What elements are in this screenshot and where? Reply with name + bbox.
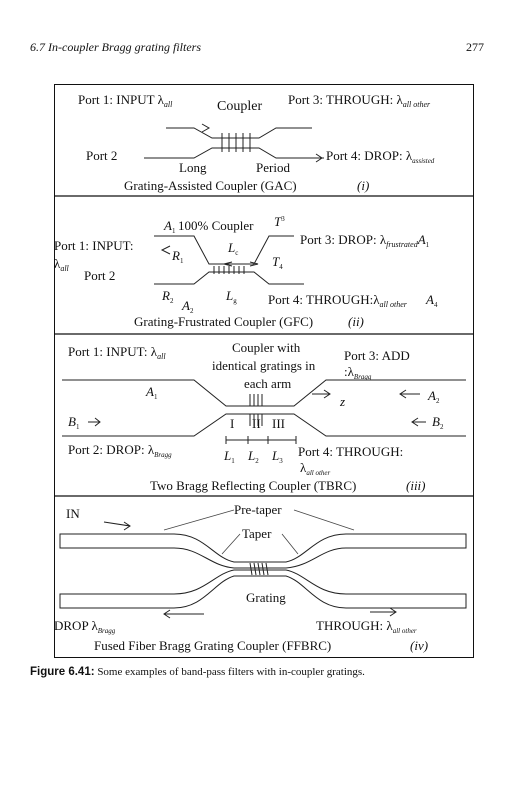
gfc-arrow-icon (223, 261, 259, 267)
gfc-port4-label: Port 4: THROUGH:λall other (268, 292, 408, 309)
gfc-lower-waveguide (154, 271, 304, 285)
tbrc-port4-lambda: λall other (300, 460, 331, 477)
tbrc-coupler-line1: Coupler with (232, 340, 301, 355)
ffbrc-taper-label: Taper (242, 526, 272, 541)
tbrc-lower-waveguide (62, 413, 466, 437)
gac-port3-label: Port 3: THROUGH: λall other (288, 92, 431, 109)
gac-long-label: Long (179, 160, 207, 175)
ffbrc-through-arrow-icon (370, 607, 397, 617)
figure-6-41: Port 1: INPUT λall Coupler Port 3: THROU… (54, 84, 474, 658)
tbrc-region-1: I (230, 416, 234, 431)
tbrc-length-arrows (225, 436, 297, 444)
gfc-lambda-all: λall (54, 256, 70, 273)
gac-period-label: Period (256, 160, 290, 175)
gfc-a2-label: A2 (181, 298, 194, 315)
gfc-lg-label: Lg (225, 288, 237, 305)
tbrc-port4-label: Port 4: THROUGH: (298, 444, 403, 459)
gac-port1-label: Port 1: INPUT λall (78, 92, 173, 109)
gac-upper-waveguide (166, 127, 312, 139)
figure-caption: Figure 6.41: Some examples of band-pass … (30, 666, 500, 678)
tbrc-b1-label: B1 (68, 414, 80, 431)
ffbrc-drop-arrow-icon (163, 609, 204, 619)
tbrc-l2-label: L2 (247, 448, 259, 465)
gfc-r1-label: R1 (171, 248, 184, 265)
gac-arrow-icon (315, 153, 323, 163)
panel-ffbrc: IN Pre-taper Taper Grating DROP λBragg T… (54, 502, 467, 653)
gfc-a1-label: A1 (163, 218, 176, 235)
tbrc-z-arrow-icon (312, 389, 331, 399)
gfc-lc-label: Lc (227, 240, 238, 257)
tbrc-upper-waveguide (62, 379, 466, 407)
gfc-r2-label: R2 (161, 288, 174, 305)
ffbrc-grating-label: Grating (246, 590, 286, 605)
caption-label: Figure 6.41: (30, 666, 95, 678)
running-header: 6.7 In-coupler Bragg grating filters (30, 40, 201, 54)
gfc-port3-label: Port 3: DROP: λfrustratedA1 (300, 232, 430, 249)
figure-frame (54, 84, 474, 658)
page-number: 277 (466, 40, 484, 54)
ffbrc-upper-fiber (59, 533, 467, 569)
tbrc-region-2: II (252, 416, 261, 431)
gac-lower-waveguide (144, 147, 324, 159)
panel-gfc: A1 100% Coupler T3 Port 3: DROP: λfrustr… (54, 214, 438, 329)
tbrc-a1-label: A1 (145, 384, 158, 401)
gfc-title: Grating-Frustrated Coupler (GFC) (134, 314, 313, 329)
tbrc-grating-icon (249, 394, 263, 426)
tbrc-port1-label: Port 1: INPUT: λall (68, 344, 166, 361)
tbrc-port3-label: Port 3: ADD (344, 348, 410, 363)
gac-port2-label: Port 2 (86, 148, 117, 163)
tbrc-z-label: z (339, 394, 345, 409)
tbrc-roman-numeral: (iii) (406, 478, 426, 493)
tbrc-b1-arrow-icon (88, 417, 101, 427)
gfc-roman-numeral: (ii) (348, 314, 364, 329)
panel-gac: Port 1: INPUT λall Coupler Port 3: THROU… (78, 92, 435, 193)
tbrc-b2-arrow-icon (411, 417, 426, 427)
tbrc-coupler-line3: each arm (244, 376, 291, 391)
gfc-grating-icon (213, 266, 245, 274)
gac-grating-icon (221, 133, 251, 152)
gfc-coupler-label: 100% Coupler (178, 218, 254, 233)
gac-arrow-icon (201, 123, 211, 133)
gac-port4-label: Port 4: DROP: λassisted (326, 148, 435, 165)
tbrc-port2-label: Port 2: DROP: λBragg (68, 442, 172, 459)
gfc-arrow-icon (160, 245, 171, 255)
gfc-upper-waveguide (154, 235, 294, 265)
gfc-port1-label: Port 1: INPUT: (54, 238, 134, 253)
ffbrc-lower-fiber (59, 569, 467, 609)
ffbrc-through-label: THROUGH: λall other (316, 618, 417, 635)
tbrc-coupler-line2: identical gratings in (212, 358, 316, 373)
ffbrc-in-arrow-icon (103, 521, 131, 531)
tbrc-b2-label: B2 (432, 414, 444, 431)
ffbrc-pointer-lines (163, 509, 355, 555)
gfc-t4-label: T4 (272, 254, 283, 271)
ffbrc-title: Fused Fiber Bragg Grating Coupler (FFBRC… (94, 638, 331, 653)
tbrc-l1-label: L1 (223, 448, 235, 465)
tbrc-a2-arrow-icon (399, 389, 420, 399)
gfc-a4-label: A4 (425, 292, 438, 309)
gfc-t3-label: T3 (274, 214, 285, 229)
ffbrc-roman-numeral: (iv) (410, 638, 428, 653)
tbrc-a2-label: A2 (427, 388, 440, 405)
gac-roman-numeral: (i) (357, 178, 369, 193)
panel-tbrc: Port 1: INPUT: λall Coupler with identic… (62, 340, 466, 493)
tbrc-l3-label: L3 (271, 448, 283, 465)
tbrc-title: Two Bragg Reflecting Coupler (TBRC) (150, 478, 356, 493)
tbrc-port3-lambda: :λBragg (344, 364, 372, 381)
gfc-port2-label: Port 2 (84, 268, 115, 283)
ffbrc-in-label: IN (66, 506, 80, 521)
gac-title: Grating-Assisted Coupler (GAC) (124, 178, 297, 193)
ffbrc-drop-label: DROP λBragg (54, 618, 116, 635)
tbrc-region-3: III (272, 416, 285, 431)
ffbrc-grating-icon (249, 562, 269, 576)
caption-text: Some examples of band-pass filters with … (97, 666, 365, 678)
gac-coupler-label: Coupler (217, 99, 262, 114)
ffbrc-pretaper-label: Pre-taper (234, 502, 282, 517)
